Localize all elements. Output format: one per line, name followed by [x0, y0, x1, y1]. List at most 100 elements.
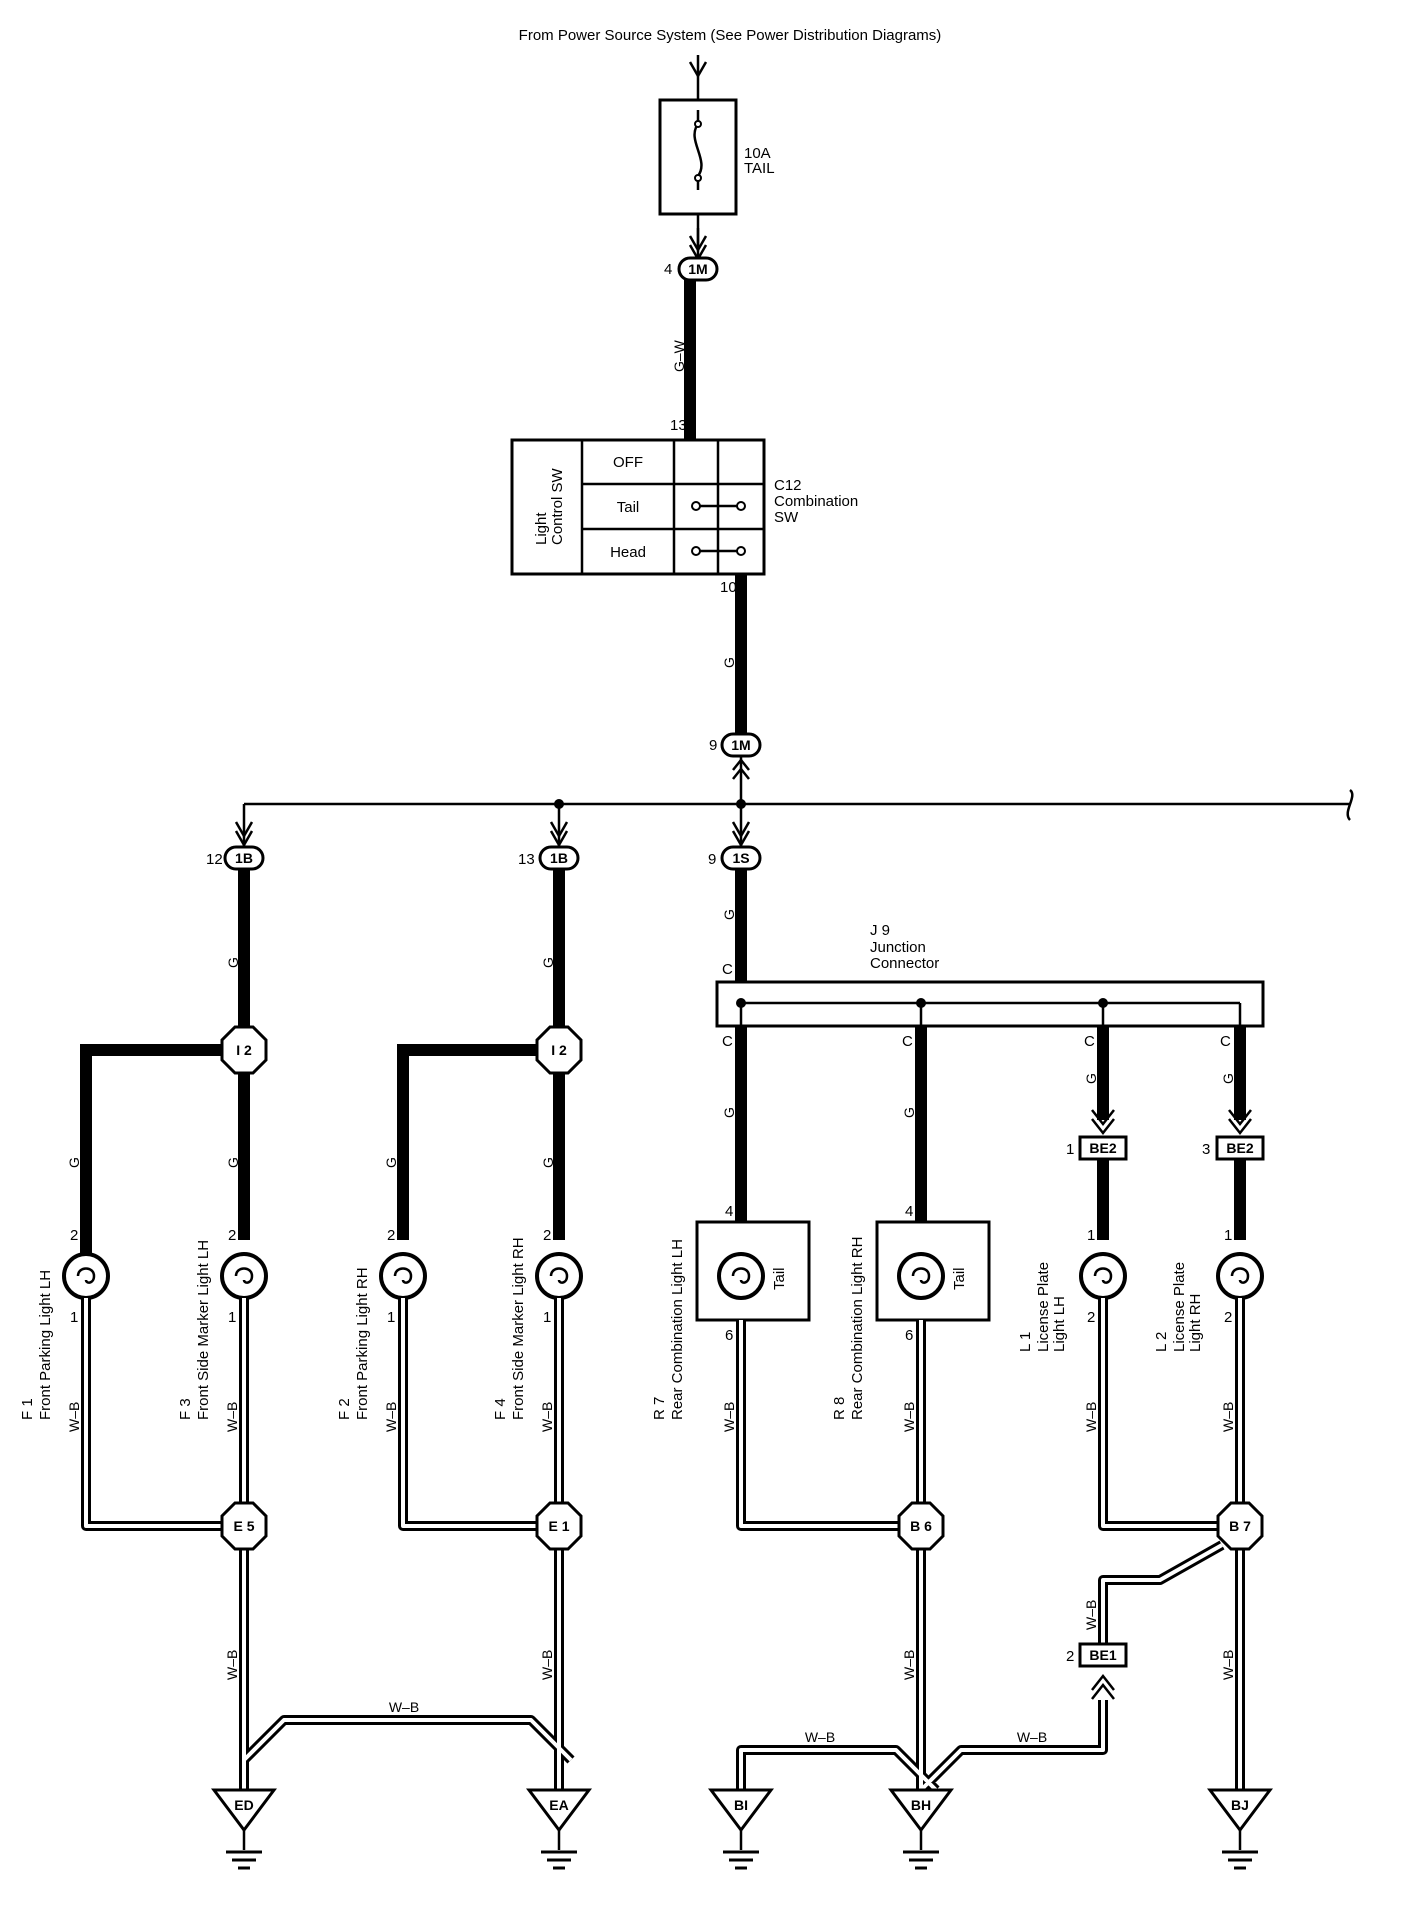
- lamp-l1: [1079, 1252, 1127, 1300]
- splice-i2-right: [535, 1025, 583, 1075]
- switch-row-head: Head: [610, 544, 646, 561]
- bus-line: [242, 789, 1354, 850]
- wire-wb-label-r7: W–B: [721, 1402, 737, 1432]
- l2-name-2: Light RH: [1187, 1294, 1204, 1352]
- lamp-r8: [875, 1220, 991, 1322]
- lamp-l1-pin-top: 1: [1087, 1227, 1095, 1244]
- wire-wb-label-f1: W–B: [66, 1402, 82, 1432]
- lamp-r8-pin-top: 4: [905, 1203, 913, 1220]
- ground-bi-label: BI: [734, 1797, 748, 1813]
- switch-name-2: SW: [774, 509, 799, 526]
- lamp-f4-pin-bottom: 1: [543, 1309, 551, 1326]
- lamp-f4-pin-top: 2: [543, 1227, 551, 1244]
- splice-e1: [535, 1501, 583, 1551]
- ground-bj-label: BJ: [1231, 1797, 1249, 1813]
- lamp-f3-pin-top: 2: [228, 1227, 236, 1244]
- lamp-f1-pin-top: 2: [70, 1227, 78, 1244]
- l2-code: L 2: [1153, 1332, 1170, 1352]
- connector-1m-top: [677, 228, 719, 282]
- f3-name: Front Side Marker Light LH: [195, 1240, 212, 1420]
- switch-group-label-2: Control SW: [549, 467, 566, 545]
- wire-g-label-f3-top: G: [225, 957, 241, 968]
- lamp-f2: [379, 1252, 427, 1300]
- ground-ea-label: EA: [549, 1797, 568, 1813]
- connector-1m-top-label: 1M: [688, 261, 707, 277]
- splice-e5: [220, 1501, 268, 1551]
- f3-code: F 3: [177, 1398, 194, 1420]
- f1-code: F 1: [19, 1398, 36, 1420]
- f2-name: Front Parking Light RH: [354, 1267, 371, 1420]
- fuse-tail: [658, 98, 738, 260]
- switch-name-1: Combination: [774, 493, 858, 510]
- ground-ea: [526, 1788, 592, 1870]
- splice-b7-label: B 7: [1229, 1518, 1251, 1534]
- wire-wb-label-ed: W–B: [224, 1650, 240, 1680]
- switch-contact-tail: [691, 501, 746, 511]
- switch-contact-head: [691, 546, 746, 556]
- connector-be2-right-pin: 3: [1202, 1141, 1210, 1158]
- wires-left-front: [80, 869, 250, 1240]
- r7-code: R 7: [651, 1397, 668, 1420]
- wire-wb-label-r8: W–B: [901, 1402, 917, 1432]
- wires-rear-g: [735, 1026, 1246, 1222]
- switch-pin-in: 13: [670, 417, 687, 434]
- j9-pin-l2: C: [1220, 1033, 1231, 1050]
- lamp-f2-pin-bottom: 1: [387, 1309, 395, 1326]
- lamp-r8-pin-bottom: 6: [905, 1327, 913, 1344]
- wire-wb-label-f2: W–B: [383, 1402, 399, 1432]
- lamp-f1-pin-bottom: 1: [70, 1309, 78, 1326]
- connector-be2-right: [1215, 1109, 1265, 1240]
- wire-wb-label-bh: W–B: [901, 1650, 917, 1680]
- connector-1b-left-pin: 12: [206, 851, 223, 868]
- splice-e5-label: E 5: [233, 1518, 254, 1534]
- ground-bh-label: BH: [911, 1797, 931, 1813]
- lamp-f4: [535, 1252, 583, 1300]
- ground-bi: [708, 1788, 774, 1870]
- splice-i2-left: [220, 1025, 268, 1075]
- connector-1m-top-pin: 4: [664, 261, 672, 278]
- connector-1b-right: [538, 821, 580, 871]
- wire-wb-label-ed-ea: W–B: [389, 1699, 419, 1715]
- fuse-name: TAIL: [744, 160, 775, 177]
- wire-g-label-r7: G: [721, 1107, 737, 1118]
- ground-ed-label: ED: [234, 1797, 253, 1813]
- j9-name-1: Junction: [870, 939, 926, 956]
- j9-pin-r7: C: [722, 1033, 733, 1050]
- connector-1s-label: 1S: [732, 850, 749, 866]
- junction-connector-j9: [715, 980, 1265, 1028]
- connector-be1-pin: 2: [1066, 1648, 1074, 1665]
- wire-wb-label-bj: W–B: [1220, 1650, 1236, 1680]
- lamp-f2-pin-top: 2: [387, 1227, 395, 1244]
- switch-row-tail: Tail: [617, 499, 640, 516]
- l1-code: L 1: [1017, 1332, 1034, 1352]
- ground-bj: [1207, 1788, 1273, 1870]
- l1-name-2: Light LH: [1051, 1296, 1068, 1352]
- wire-wb-label-f3: W–B: [224, 1402, 240, 1432]
- l2-name-1: License Plate: [1171, 1262, 1188, 1352]
- switch-group-label-1: Light: [533, 512, 550, 545]
- connector-1b-right-label: 1B: [550, 850, 568, 866]
- j9-name-2: Connector: [870, 955, 939, 972]
- ground-ed: [211, 1788, 277, 1870]
- wire-wb-label-bi-bh: W–B: [805, 1729, 835, 1745]
- lamp-r8-bulb: Tail: [951, 1267, 968, 1290]
- switch-pin-out: 10: [720, 579, 737, 596]
- lamp-r7-pin-top: 4: [725, 1203, 733, 1220]
- fuse-rating: 10A: [744, 145, 771, 162]
- f4-name: Front Side Marker Light RH: [510, 1237, 527, 1420]
- r8-name: Rear Combination Light RH: [849, 1237, 866, 1420]
- combination-switch: [510, 438, 766, 576]
- connector-be2-right-label: BE2: [1226, 1140, 1253, 1156]
- wire-g-label-l1-top: G: [1083, 1073, 1099, 1084]
- wire-wb-label-l2: W–B: [1220, 1402, 1236, 1432]
- connector-1m-bottom-pin: 9: [709, 737, 717, 754]
- switch-row-off: OFF: [613, 454, 643, 471]
- splice-e1-label: E 1: [548, 1518, 569, 1534]
- lamp-l2-pin-top: 1: [1224, 1227, 1232, 1244]
- splice-b6: [897, 1501, 945, 1551]
- switch-code: C12: [774, 477, 802, 494]
- lamp-r7-bulb: Tail: [771, 1267, 788, 1290]
- connector-1s-pin: 9: [708, 851, 716, 868]
- splice-b7: [1216, 1501, 1264, 1551]
